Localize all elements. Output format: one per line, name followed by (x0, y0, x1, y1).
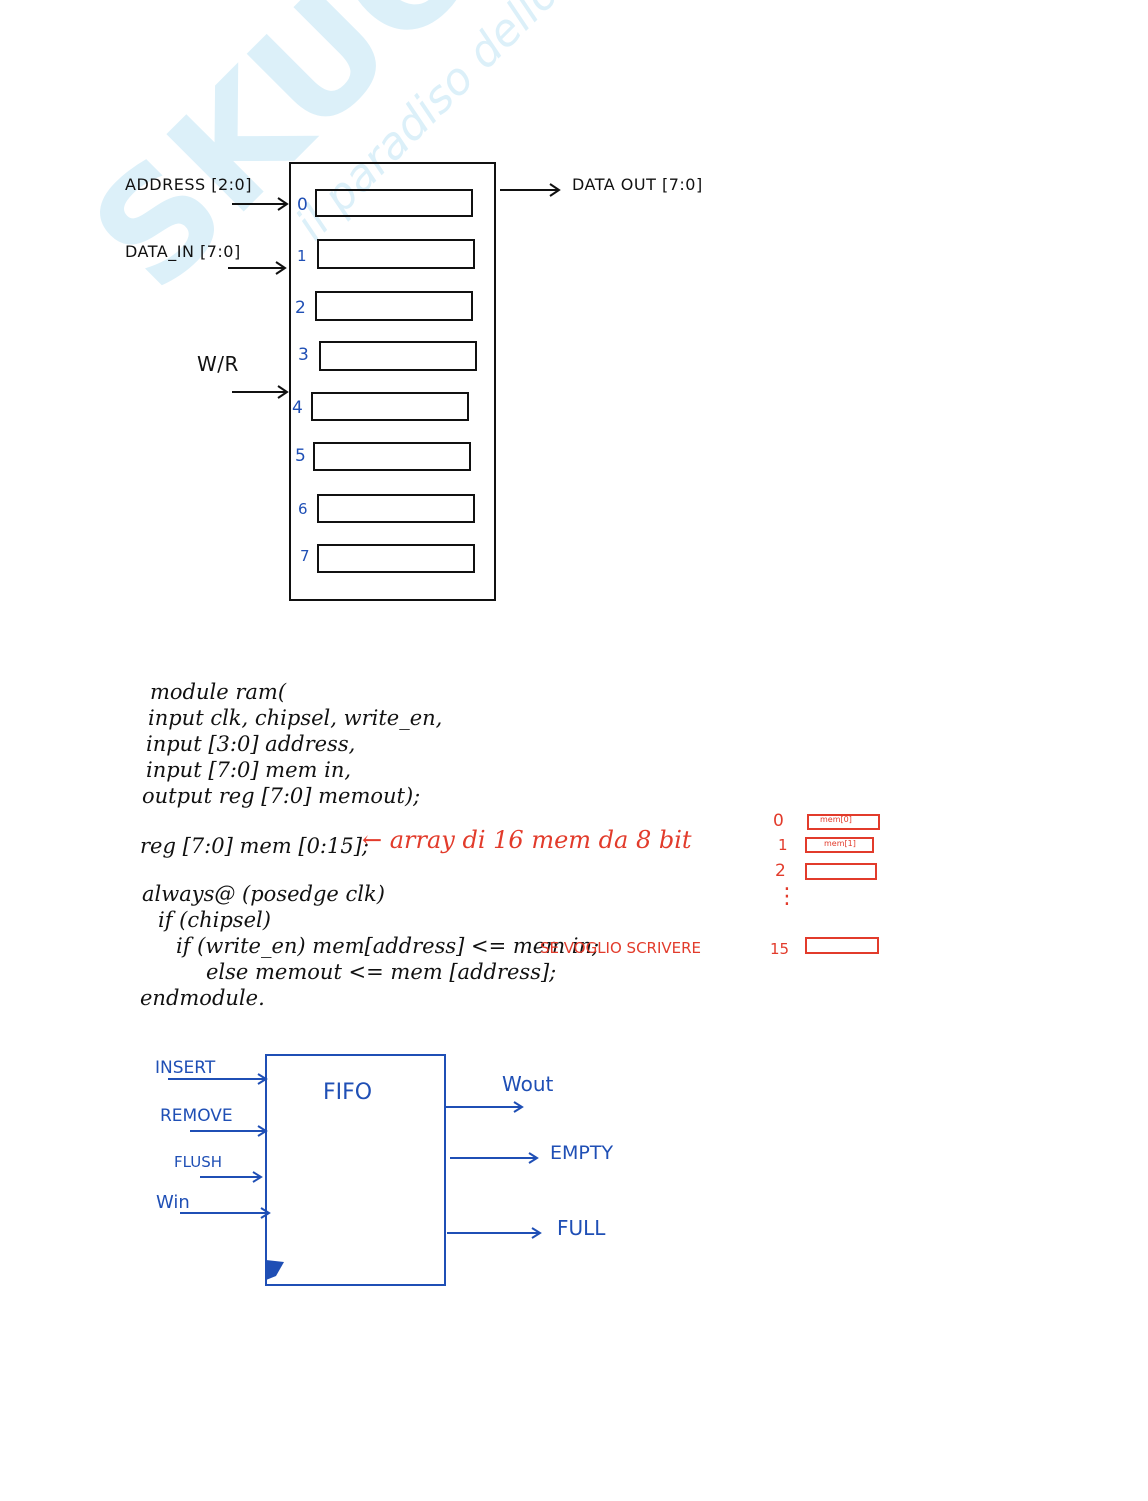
cell-index: 5 (295, 446, 306, 466)
fifo-output-empty: EMPTY (550, 1142, 614, 1164)
fifo-input-insert: INSERT (155, 1058, 216, 1078)
fifo-title: FIFO (323, 1080, 373, 1105)
code-line: input [3:0] address, (146, 732, 356, 756)
mem-cell-label: mem[0] (820, 815, 852, 824)
mem-index: 15 (770, 940, 790, 958)
mem-cell-label: mem[1] (824, 839, 856, 848)
cell-index: 0 (297, 195, 308, 215)
fifo-block (265, 1054, 446, 1286)
code-always-line: always@ (posedge clk) (142, 882, 385, 906)
mem-index: 1 (778, 836, 788, 854)
cell-index: 1 (297, 247, 307, 265)
wr-label: W/R (197, 352, 239, 376)
code-line: input [7:0] mem in, (146, 758, 352, 782)
cell-index: 3 (298, 345, 309, 365)
address-input-label: ADDRESS [2:0] (125, 175, 252, 194)
cell-index: 4 (292, 398, 303, 418)
mem-index: 2 (775, 861, 786, 881)
data-out-label: DATA OUT [7:0] (572, 175, 703, 194)
code-else-line: else memout <= mem [address]; (206, 960, 557, 984)
mem-array-boxes (805, 814, 880, 954)
ram-cells (311, 189, 477, 573)
reg-annotation: ← array di 16 mem da 8 bit (362, 826, 692, 854)
fifo-input-flush: FLUSH (174, 1153, 223, 1171)
code-reg-line: reg [7:0] mem [0:15]; (140, 834, 369, 858)
code-line: input clk, chipsel, write_en, (148, 706, 443, 730)
fifo-output-full: FULL (557, 1216, 606, 1240)
fifo-corner-mark (266, 1260, 284, 1280)
cell-index: 2 (295, 298, 306, 318)
code-line: output reg [7:0] memout); (142, 784, 421, 808)
write-annotation: SE VOGLIO SCRIVERE (540, 939, 702, 957)
data-in-label: DATA_IN [7:0] (125, 242, 241, 261)
fifo-output-wout: Wout (502, 1072, 554, 1096)
code-line: module ram( (150, 680, 287, 704)
code-end-line: endmodule. (140, 986, 265, 1010)
code-if-chipsel: if (chipsel) (158, 908, 271, 932)
mem-index: 0 (773, 811, 784, 831)
cell-index: 7 (300, 547, 310, 565)
fifo-input-win: Win (156, 1192, 190, 1213)
fifo-input-remove: REMOVE (160, 1106, 233, 1126)
cell-index: 6 (298, 500, 308, 518)
ram-block (289, 162, 496, 601)
mem-ellipsis: ⋮ (776, 884, 798, 909)
code-if-write: if (write_en) mem[address] <= mem in; (176, 934, 600, 958)
